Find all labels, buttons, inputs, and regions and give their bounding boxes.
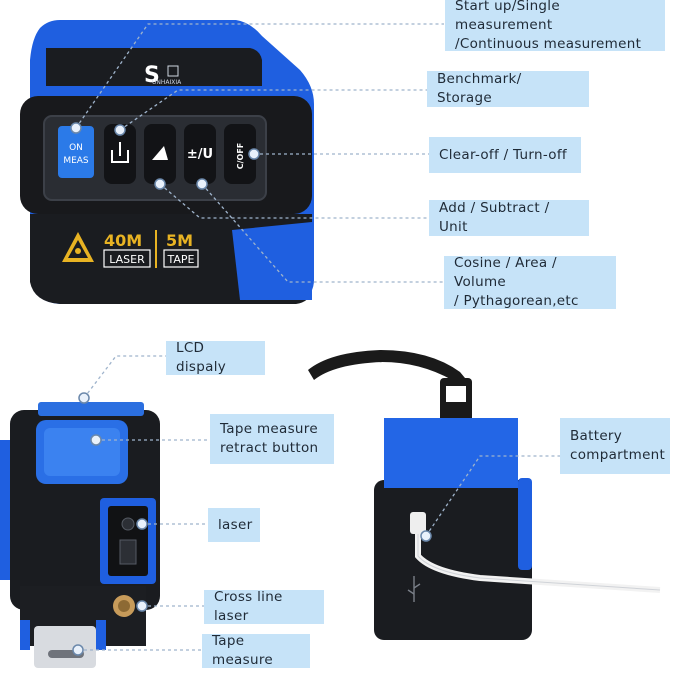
callout-lcd-line1: LCD dispaly xyxy=(176,340,227,375)
callout-add-subtract: Add / Subtract / Unit xyxy=(429,200,589,236)
callout-clear-off-line1: Clear-off / Turn-off xyxy=(439,146,567,163)
add-unit-label: ±/U xyxy=(187,147,213,162)
callout-clear-off: Clear-off / Turn-off xyxy=(429,137,581,173)
callout-start-up-line1: Start up/Single measurement xyxy=(455,0,560,33)
device-back xyxy=(308,350,661,640)
laser-range: 40M xyxy=(104,231,142,250)
callout-cosine-line1: Cosine / Area / Volume xyxy=(454,255,557,290)
device-side xyxy=(0,402,160,668)
tape-range: 5M xyxy=(166,231,193,250)
callout-benchmark-line1: Benchmark/ Storage xyxy=(437,71,522,106)
callout-tape-retract-line1: Tape measure xyxy=(220,421,318,437)
c-off-label: C/OFF xyxy=(236,143,245,170)
callout-add-subtract-line1: Add / Subtract / Unit xyxy=(439,200,550,235)
callout-battery-line1: Battery xyxy=(570,428,623,444)
callout-start-up-line2: /Continuous measurement xyxy=(455,36,642,52)
callout-cross-line-line1: Cross line laser xyxy=(214,589,283,624)
callout-tape-measure-line1: Tape measure xyxy=(212,633,273,668)
callout-battery-line2: compartment xyxy=(570,447,666,463)
callout-start-up: Start up/Single measurement /Continuous … xyxy=(445,0,665,52)
callout-laser-line1: laser xyxy=(218,516,253,533)
on-meas-line1: ON xyxy=(69,143,83,153)
callout-laser: laser xyxy=(208,508,260,542)
callout-cross-line: Cross line laser xyxy=(204,589,324,624)
leader-lines xyxy=(75,23,560,651)
callout-tape-measure: Tape measure xyxy=(202,633,310,668)
on-meas-line2: MEAS xyxy=(63,156,89,166)
callout-cosine: Cosine / Area / Volume / Pythagorean,etc xyxy=(444,255,616,309)
area-icon xyxy=(152,146,168,160)
callout-dots xyxy=(70,122,432,656)
tape-word: TAPE xyxy=(167,253,195,266)
callout-battery: Battery compartment xyxy=(560,418,670,474)
callout-tape-retract: Tape measure retract button xyxy=(210,414,334,464)
callout-tape-retract-line2: retract button xyxy=(220,440,319,456)
benchmark-icon xyxy=(111,142,129,163)
callout-lcd: LCD dispaly xyxy=(166,340,265,375)
callout-benchmark: Benchmark/ Storage xyxy=(427,71,589,107)
brand-letter: S xyxy=(144,63,160,88)
laser-word: LASER xyxy=(109,253,145,266)
brand-name: UNHAIXIA xyxy=(152,79,182,86)
callout-cosine-line2: / Pythagorean,etc xyxy=(454,293,579,309)
